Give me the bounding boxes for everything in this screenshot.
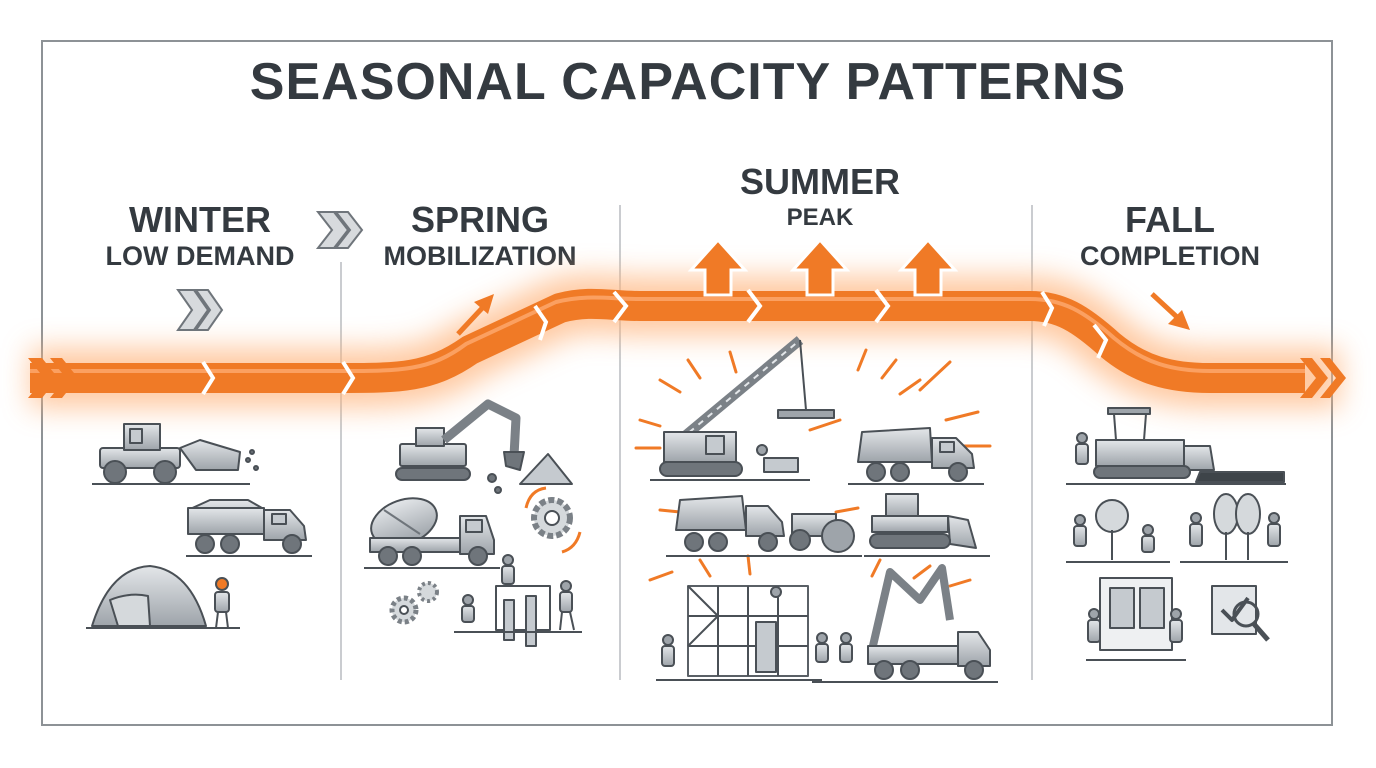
worker-icon [215, 578, 229, 628]
dump-truck-icon [676, 496, 784, 551]
snowplow-loader-icon [92, 424, 258, 484]
asphalt-paver-icon [1066, 408, 1286, 484]
chevron-right-icon [178, 290, 222, 330]
gear-icon [534, 500, 570, 536]
dump-truck-icon [848, 428, 984, 484]
fall-decline-arrow-icon [1152, 294, 1190, 330]
excavator-icon [396, 404, 572, 493]
summer-peak-arrows [691, 240, 955, 295]
cement-mixer-icon [364, 490, 500, 568]
window-install-icon [1086, 578, 1186, 660]
tree-planting-icon [1180, 494, 1288, 562]
scaffolding-icon [656, 586, 822, 680]
tree-planting-icon [1066, 500, 1170, 562]
concrete-pump-truck-icon [812, 568, 998, 682]
inspection-checklist-icon [1212, 586, 1268, 640]
bulldozer-icon [864, 494, 990, 556]
chevron-right-icon [318, 212, 362, 248]
dump-truck-icon [186, 500, 312, 556]
tower-crane-icon [650, 340, 834, 480]
gear-icon [392, 583, 437, 622]
